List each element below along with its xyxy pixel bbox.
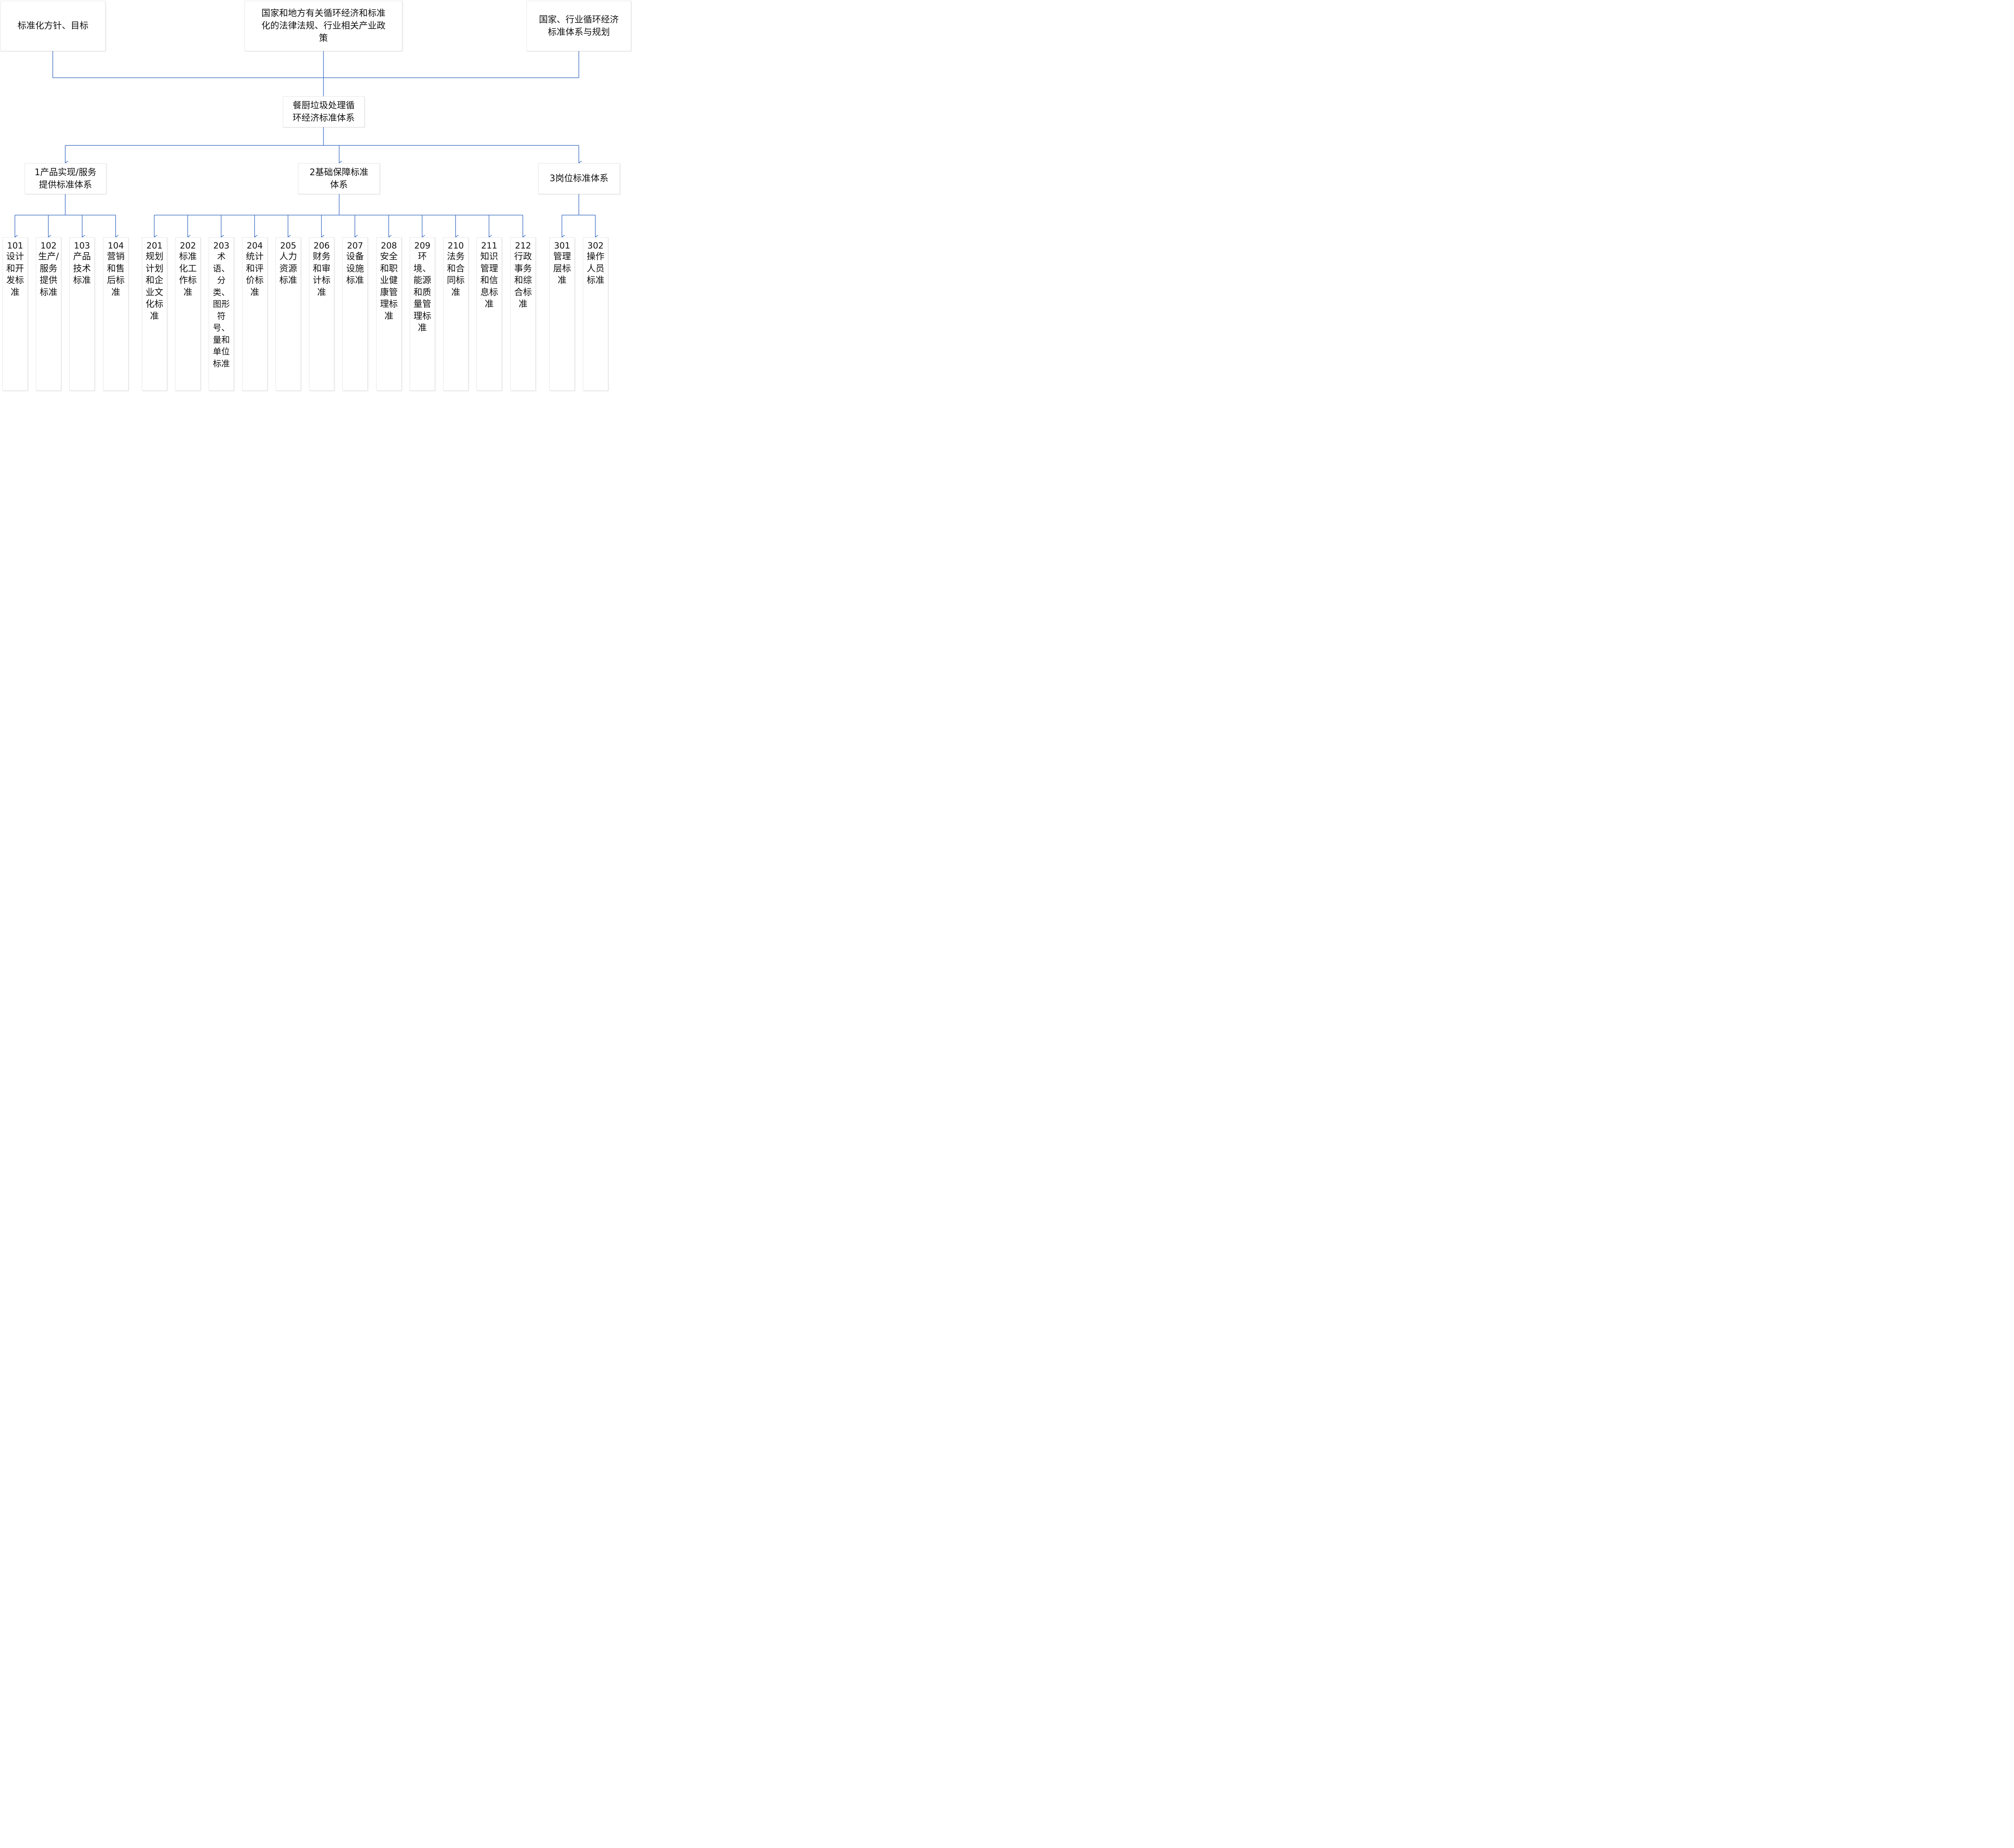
leaf-code: 205 — [280, 241, 296, 251]
leaf-title: 生产/服务提供标准 — [38, 252, 59, 298]
root-line-1: 餐厨垃圾处理循 — [292, 100, 355, 111]
leaf-code: 207 — [347, 241, 363, 251]
leaf-title: 操作人员标准 — [586, 252, 605, 286]
leaf-title: 财务和审计标准 — [313, 252, 331, 298]
leaf-code: 204 — [247, 241, 263, 251]
category-2-line-2: 体系 — [330, 180, 348, 190]
category-basic-support: 2基础保障标准 体系 — [298, 163, 380, 194]
leaf-code: 210 — [448, 241, 464, 251]
source-national-line-2: 标准体系与规划 — [547, 27, 610, 37]
leaf-title: 统计和评价标准 — [246, 252, 264, 298]
category-position: 3岗位标准体系 — [538, 163, 620, 194]
leaf-code: 211 — [481, 241, 497, 251]
leaf-title: 术语、分类、图形符号、量和单位标准 — [213, 252, 230, 369]
leaf-title: 法务和合同标准 — [447, 252, 465, 298]
leaf-title: 人力资源标准 — [279, 252, 297, 286]
source-laws-line-1: 国家和地方有关循环经济和标准 — [261, 8, 385, 19]
leaf-title: 环境、能源和质量管理标准 — [413, 252, 431, 333]
leaf-title: 标准化工作标准 — [179, 252, 197, 298]
source-national-standard-system: 国家、行业循环经济 标准体系与规划 — [526, 1, 631, 51]
leaf-103: 103 产品技术标准 — [69, 237, 95, 391]
source-laws-line-3: 策 — [319, 33, 328, 44]
connector-lines — [14, 51, 599, 239]
leaf-code: 201 — [146, 241, 163, 251]
leaf-code: 101 — [7, 241, 23, 251]
leaf-title: 规划计划和企业文化标准 — [145, 252, 164, 321]
leaf-212: 212 行政事务和综合标准 — [510, 237, 536, 391]
leaf-code: 206 — [313, 241, 330, 251]
leaf-title: 行政事务和综合标准 — [514, 252, 532, 309]
category-1-line-2: 提供标准体系 — [39, 180, 92, 190]
leaf-203: 203 术语、分类、图形符号、量和单位标准 — [209, 237, 234, 391]
leaf-code: 208 — [381, 241, 397, 251]
leaf-code: 302 — [587, 241, 604, 251]
leaf-title: 知识管理和信息标准 — [480, 252, 498, 309]
leaf-205: 205 人力资源标准 — [276, 237, 301, 391]
category-3-text: 3岗位标准体系 — [549, 174, 609, 184]
source-laws-and-policies: 国家和地方有关循环经济和标准 化的法律法规、行业相关产业政 策 — [244, 1, 402, 51]
category-1-line-1: 1产品实现/服务 — [34, 167, 97, 178]
leaf-202: 202 标准化工作标准 — [175, 237, 201, 391]
leaf-207: 207 设备设施标准 — [342, 237, 368, 391]
leaf-302: 302 操作人员标准 — [583, 237, 608, 391]
leaf-title: 产品技术标准 — [73, 252, 91, 286]
leaf-code: 102 — [40, 241, 57, 251]
leaf-code: 203 — [213, 241, 230, 251]
leaf-211: 211 知识管理和信息标准 — [477, 237, 502, 391]
leaf-204: 204 统计和评价标准 — [242, 237, 267, 391]
leaf-title: 设备设施标准 — [346, 252, 364, 286]
source-standardization-policy: 标准化方针、目标 — [0, 1, 106, 51]
leaf-code: 202 — [180, 241, 196, 251]
leaf-code: 212 — [515, 241, 531, 251]
leaf-210: 210 法务和合同标准 — [443, 237, 468, 391]
leaf-301: 301 管理层标准 — [549, 237, 575, 391]
leaf-title: 营销和售后标准 — [107, 252, 125, 298]
source-standardization-policy-text: 标准化方针、目标 — [17, 21, 89, 31]
category-2-line-1: 2基础保障标准 — [309, 167, 369, 178]
leaf-104: 104 营销和售后标准 — [103, 237, 128, 391]
root-standard-system: 餐厨垃圾处理循 环经济标准体系 — [283, 96, 365, 127]
category-product-service: 1产品实现/服务 提供标准体系 — [25, 163, 106, 194]
leaf-title: 安全和职业健康管理标准 — [380, 252, 398, 321]
source-laws-line-2: 化的法律法规、行业相关产业政 — [261, 21, 385, 31]
leaf-201: 201 规划计划和企业文化标准 — [142, 237, 167, 391]
leaf-title: 设计和开发标准 — [6, 252, 24, 298]
leaf-code: 301 — [554, 241, 570, 251]
leaf-code: 104 — [108, 241, 124, 251]
leaf-208: 208 安全和职业健康管理标准 — [376, 237, 402, 391]
leaf-title: 管理层标准 — [553, 252, 571, 286]
leaf-101: 101 设计和开发标准 — [2, 237, 28, 391]
leaf-206: 206 财务和审计标准 — [309, 237, 334, 391]
leaf-code: 209 — [414, 241, 431, 251]
leaf-code: 103 — [74, 241, 90, 251]
leaf-102: 102 生产/服务提供标准 — [36, 237, 61, 391]
source-national-line-1: 国家、行业循环经济 — [539, 15, 619, 25]
leaf-209: 209 环境、能源和质量管理标准 — [410, 237, 435, 391]
root-line-2: 环经济标准体系 — [292, 113, 355, 123]
